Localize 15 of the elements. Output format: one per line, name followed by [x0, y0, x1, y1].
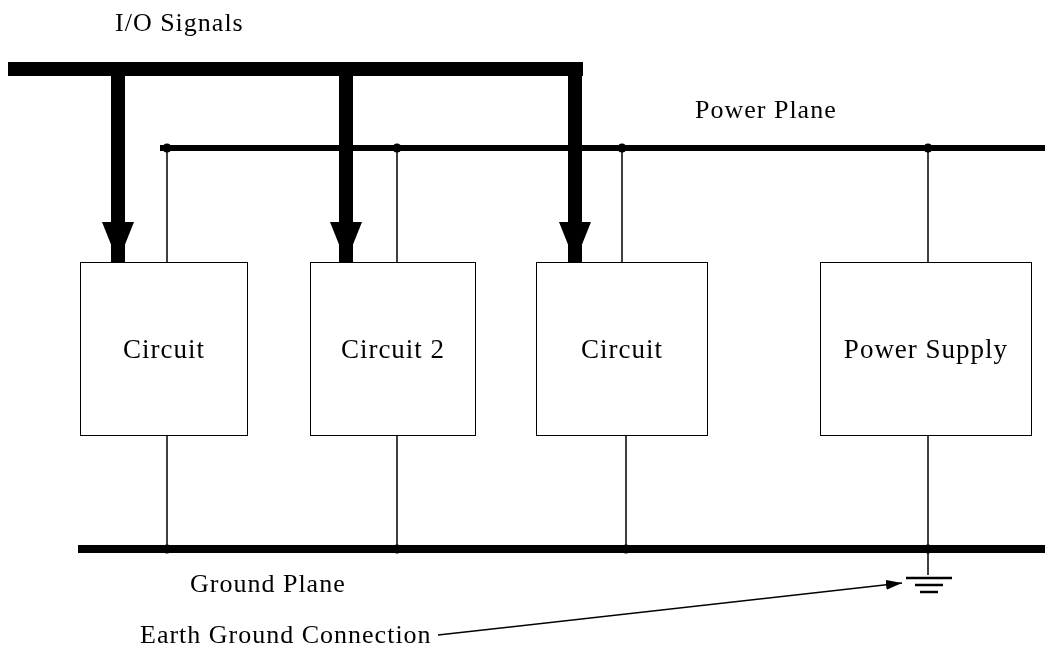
wire [923, 143, 933, 263]
wire [392, 143, 402, 263]
wire [617, 143, 627, 263]
leader-arrow [437, 579, 903, 636]
callout-text: Earth Ground Connection [140, 620, 432, 650]
bus-label: I/O Signals [115, 8, 244, 38]
circuit-box: Circuit 2 [310, 262, 476, 436]
power-supply-box: Power Supply [820, 262, 1032, 436]
plane-label: Power Plane [695, 95, 837, 125]
circuit-box: Circuit [80, 262, 248, 436]
wire [927, 552, 929, 576]
ground-symbol [906, 575, 952, 595]
wire [162, 143, 172, 263]
plane-label: Ground Plane [190, 569, 346, 599]
circuit-box: Circuit [536, 262, 708, 436]
